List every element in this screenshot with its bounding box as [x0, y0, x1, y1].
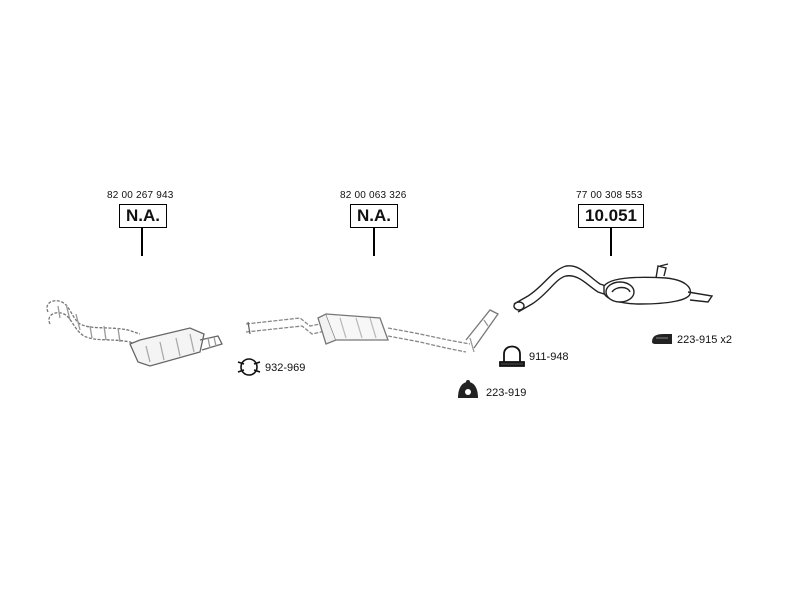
rubber-mount-code: 223-919	[486, 387, 527, 399]
part3-leader-line	[610, 228, 612, 256]
rubber-strap-code: 223-915 x2	[677, 334, 733, 346]
catalytic-converter-icon[interactable]	[46, 300, 223, 367]
part3-ref-box[interactable]: 10.051	[578, 204, 644, 228]
rubber-strap-icon[interactable]	[652, 334, 672, 344]
u-clamp-icon[interactable]	[499, 345, 525, 367]
u-clamp-code: 911-948	[529, 351, 569, 363]
part1-leader-line	[141, 228, 143, 256]
part3-oem-number: 77 00 308 553	[576, 190, 643, 201]
part2-leader-line	[373, 228, 375, 256]
clamp-code: 932-969	[265, 362, 306, 374]
part2-ref-box[interactable]: N.A.	[350, 204, 398, 228]
rear-silencer-icon[interactable]	[513, 263, 714, 313]
part2-oem-number: 82 00 063 326	[340, 190, 407, 201]
middle-silencer-icon[interactable]	[245, 309, 499, 353]
part1-ref-box[interactable]: N.A.	[119, 204, 167, 228]
part1-oem-number: 82 00 267 943	[107, 190, 174, 201]
clamp-icon[interactable]	[237, 358, 261, 376]
rubber-mount-icon[interactable]	[458, 380, 478, 398]
